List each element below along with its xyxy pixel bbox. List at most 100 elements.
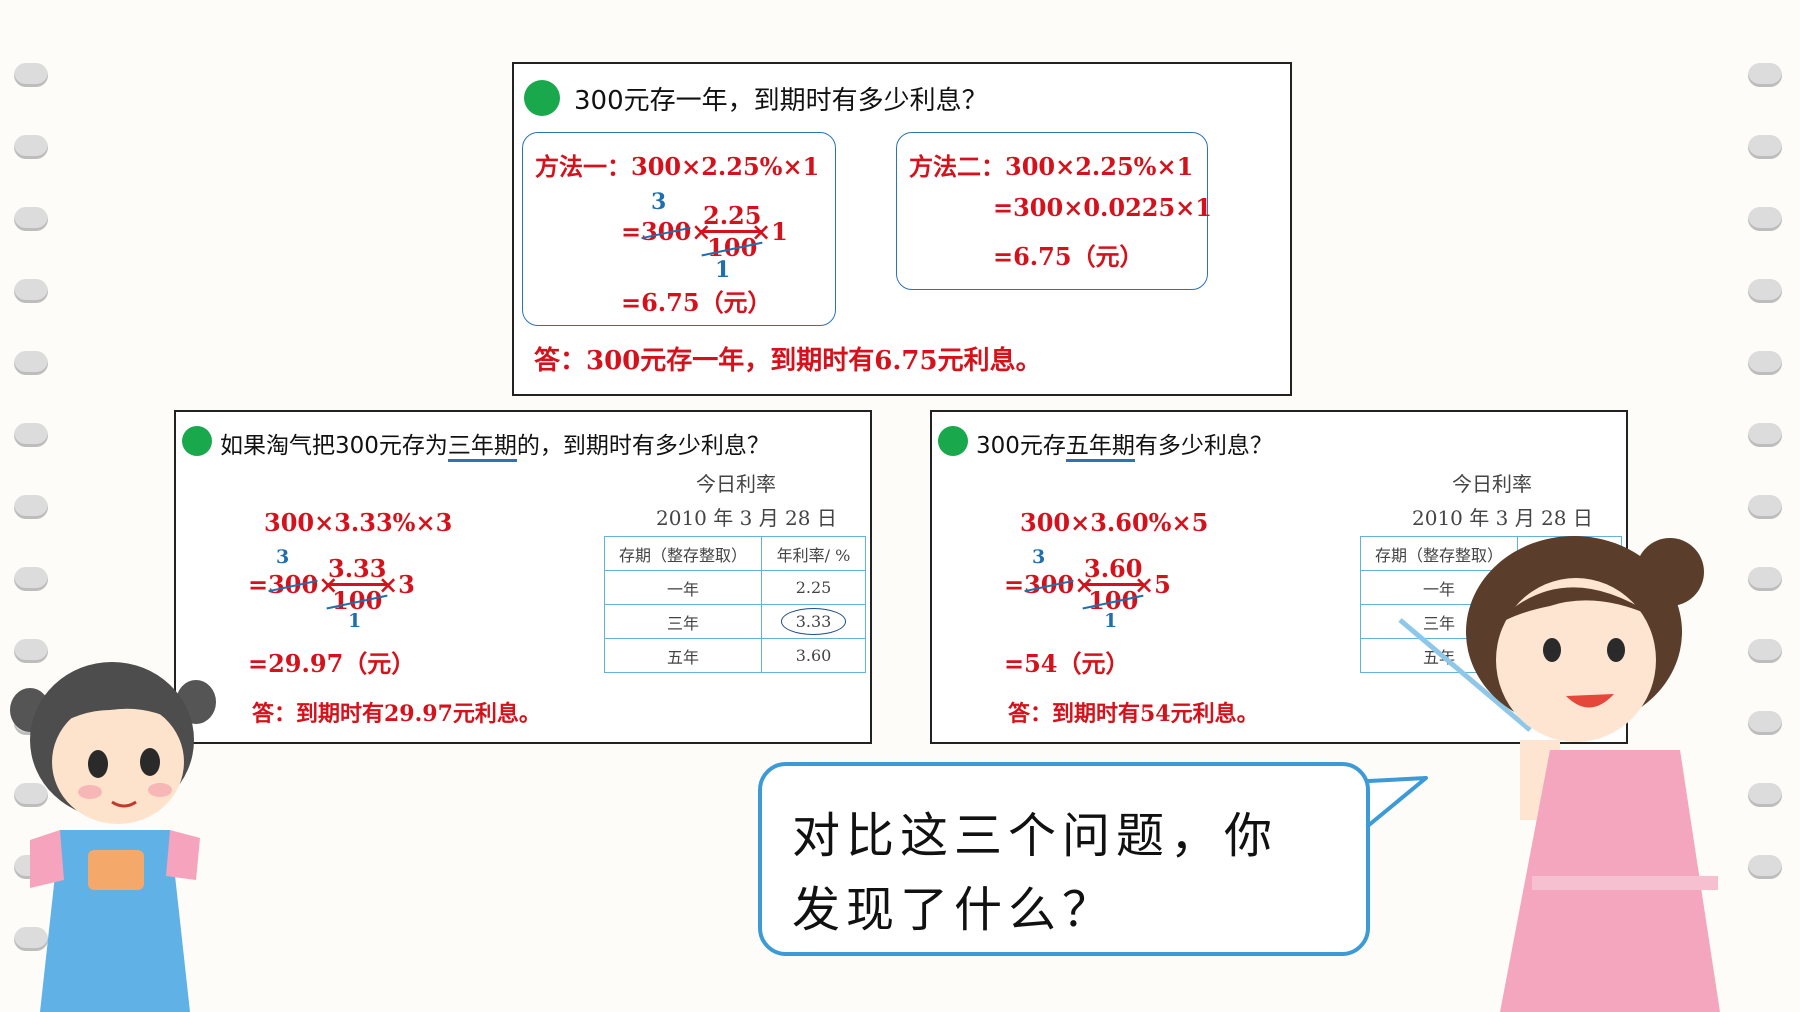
method-two-line2: =300×0.0225×1 bbox=[993, 193, 1212, 222]
table-cell: 三年 bbox=[604, 604, 762, 639]
girl-pocket bbox=[88, 850, 144, 890]
underlined-term-three-year: 三年期 bbox=[447, 433, 517, 462]
calc-eq: =300× bbox=[1004, 570, 1094, 599]
times-n: ×5 bbox=[1134, 570, 1171, 599]
equals-sign: = bbox=[621, 217, 642, 246]
calc-eq: =300× bbox=[248, 570, 338, 599]
rates-title: 今日利率 bbox=[1452, 472, 1532, 496]
teacher-mouth bbox=[1566, 694, 1614, 708]
table-header-row: 存期（整存整取） 年利率/ % bbox=[604, 536, 866, 571]
pointer-stick bbox=[1398, 618, 1532, 732]
teacher-character-illustration bbox=[1398, 536, 1720, 1012]
question-three-year: 如果淘气把300元存为三年期的，到期时有多少利息？ bbox=[220, 426, 770, 462]
question-one-year: 300元存一年，到期时有多少利息？ bbox=[574, 86, 988, 116]
speech-bubble: 对比这三个问题，你 发现了什么？ bbox=[758, 762, 1370, 956]
binding-ring bbox=[14, 495, 48, 519]
equals-sign: = bbox=[1004, 570, 1025, 599]
method-one-eq: =300× bbox=[621, 217, 711, 246]
table-header: 存期（整存整取） bbox=[1360, 536, 1518, 571]
girl-sleeve bbox=[30, 830, 64, 888]
table-row: 三年 3.33 bbox=[604, 604, 866, 639]
table-cell: 一年 bbox=[604, 570, 762, 605]
fraction-denominator: 100 bbox=[701, 233, 763, 262]
binding-ring bbox=[14, 783, 48, 807]
teacher-eye bbox=[1543, 638, 1561, 662]
binding-ring bbox=[1748, 351, 1782, 375]
rates-date: 2010 年 3 月 28 日 bbox=[656, 506, 837, 530]
fraction-denominator: 100 bbox=[326, 586, 388, 615]
answer-three-year: 答：到期时有29.97元利息。 bbox=[252, 701, 541, 727]
fraction-numerator: 2.25 bbox=[701, 201, 764, 233]
method-two-line1: 方法二：300×2.25%×1 bbox=[909, 147, 1193, 182]
equals-sign: = bbox=[248, 570, 269, 599]
question-text: 如果淘气把300元存为 bbox=[220, 433, 448, 459]
fraction-numerator: 3.33 bbox=[326, 554, 389, 586]
girl-bangs bbox=[50, 698, 184, 730]
girl-eye bbox=[88, 750, 108, 778]
calc-expr: 300×3.60%×5 bbox=[1020, 508, 1209, 537]
binding-ring bbox=[14, 279, 48, 303]
question-text: 有多少利息？ bbox=[1134, 433, 1273, 459]
binding-ring bbox=[1748, 423, 1782, 447]
girl-mouth bbox=[111, 800, 137, 808]
teacher-bangs bbox=[1490, 587, 1660, 630]
binding-ring bbox=[14, 63, 48, 87]
times-n: ×3 bbox=[378, 570, 415, 599]
panel-one-year: 300元存一年，到期时有多少利息？ 方法一：300×2.25%×1 3 =300… bbox=[512, 62, 1292, 396]
binding-ring bbox=[1748, 279, 1782, 303]
teacher-hair-bun bbox=[1636, 538, 1704, 606]
rates-date: 2010 年 3 月 28 日 bbox=[1412, 506, 1593, 530]
rates-title: 今日利率 bbox=[696, 472, 776, 496]
fraction: 3.60 100 bbox=[1082, 554, 1145, 615]
teacher-eye bbox=[1607, 638, 1625, 662]
question-text: 300元存 bbox=[976, 433, 1066, 459]
table-row: 五年 3.60 bbox=[604, 638, 866, 673]
circled-rate: 3.33 bbox=[780, 608, 847, 635]
bubble-line-1: 对比这三个问题，你 bbox=[792, 808, 1279, 864]
method-two-box: 方法二：300×2.25%×1 =300×0.0225×1 =6.75（元） bbox=[896, 132, 1212, 290]
girl-overalls bbox=[40, 830, 190, 1012]
binding-ring bbox=[1748, 135, 1782, 159]
times-one: ×1 bbox=[751, 217, 788, 246]
binding-ring bbox=[1748, 567, 1782, 591]
binding-ring bbox=[14, 567, 48, 591]
method-one-label: 方法一： bbox=[535, 152, 631, 181]
cancel-top-number: 3 bbox=[1032, 546, 1046, 568]
method-one-expr: 300×2.25%×1 bbox=[631, 152, 820, 181]
table-cell-circled: 3.33 bbox=[761, 604, 866, 639]
struck-300: 300 bbox=[641, 217, 692, 246]
binding-ring bbox=[1748, 783, 1782, 807]
method-two-line3: =6.75（元） bbox=[993, 242, 1144, 271]
green-bullet-icon bbox=[938, 426, 968, 456]
table-row: 一年 2.25 bbox=[604, 570, 866, 605]
calc-result: =29.97（元） bbox=[248, 649, 416, 678]
method-one-result: =6.75（元） bbox=[621, 288, 772, 317]
answer-one-year: 答：300元存一年，到期时有6.75元利息。 bbox=[534, 346, 1042, 376]
girl-cheek bbox=[148, 783, 172, 797]
binding-ring bbox=[1748, 63, 1782, 87]
binding-ring bbox=[1748, 495, 1782, 519]
teacher-face bbox=[1496, 578, 1656, 742]
table-cell: 3.60 bbox=[761, 638, 866, 673]
girl-character-illustration bbox=[10, 662, 216, 1012]
calc-result: =54（元） bbox=[1004, 649, 1130, 678]
question-text: 的，到期时有多少利息？ bbox=[516, 433, 770, 459]
teacher-belt bbox=[1532, 876, 1718, 890]
binding-ring bbox=[14, 135, 48, 159]
binding-ring bbox=[14, 351, 48, 375]
struck-300: 300 bbox=[1024, 570, 1075, 599]
answer-five-year: 答：到期时有54元利息。 bbox=[1008, 701, 1259, 727]
fraction: 3.33 100 bbox=[326, 554, 389, 615]
binding-ring bbox=[1748, 855, 1782, 879]
table-header: 年利率/ % bbox=[761, 536, 866, 571]
panel-three-year: 如果淘气把300元存为三年期的，到期时有多少利息？ 300×3.33%×3 3 … bbox=[174, 410, 872, 744]
method-one-line1: 方法一：300×2.25%×1 bbox=[535, 147, 819, 182]
method-two-expr: 300×2.25%×1 bbox=[1005, 152, 1194, 181]
table-cell: 2.25 bbox=[761, 570, 866, 605]
underlined-term-five-year: 五年期 bbox=[1065, 433, 1135, 462]
binding-ring bbox=[1748, 711, 1782, 735]
question-five-year: 300元存五年期有多少利息？ bbox=[976, 426, 1273, 462]
cancel-top-number: 3 bbox=[276, 546, 290, 568]
cancel-top-number: 3 bbox=[651, 189, 667, 215]
table-header: 存期（整存整取） bbox=[604, 536, 762, 571]
